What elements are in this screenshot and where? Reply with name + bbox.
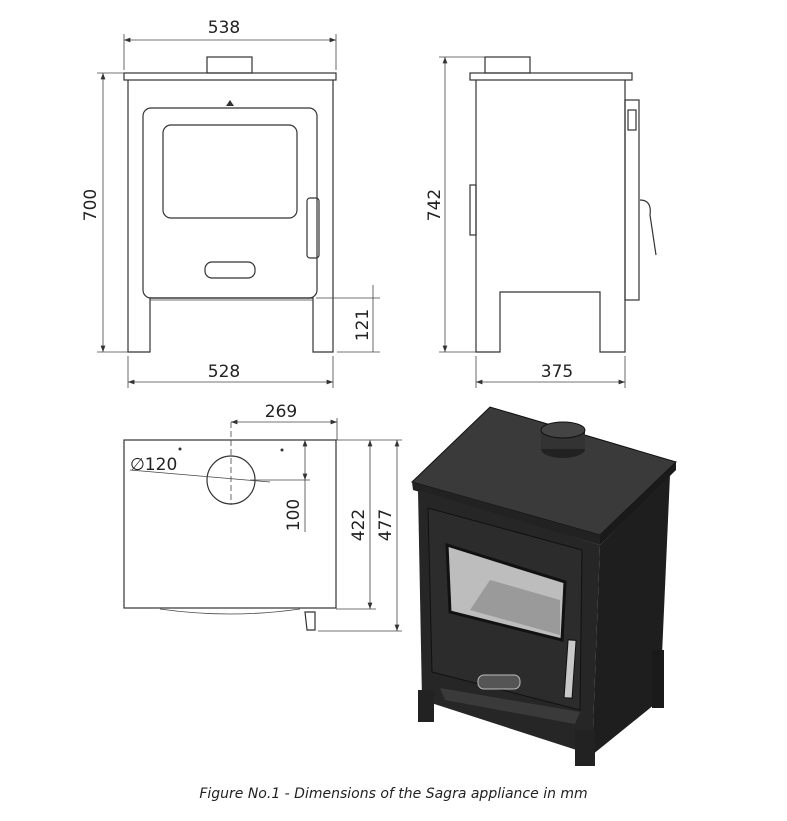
dim-flue-diameter: ∅120 — [130, 455, 177, 475]
dim-width-base: 528 — [208, 362, 240, 382]
front-view: 538 700 528 121 — [81, 18, 380, 388]
dim-flue-offset: 269 — [265, 402, 297, 422]
figure-caption: Figure No.1 - Dimensions of the Sagra ap… — [199, 786, 588, 802]
dim-width-top: 538 — [208, 18, 240, 38]
dim-depth: 375 — [541, 362, 573, 382]
dim-leg-height: 121 — [353, 309, 373, 341]
dim-total-height: 742 — [425, 189, 445, 221]
top-view: 269 ∅120 100 422 477 — [123, 402, 402, 632]
dim-height: 700 — [81, 189, 101, 221]
side-view: 742 375 — [425, 56, 657, 388]
dim-total-depth: 477 — [376, 509, 396, 541]
dim-body-depth: 422 — [349, 509, 369, 541]
stove-3d-render — [411, 406, 677, 766]
dim-flue-depth: 100 — [284, 499, 304, 531]
